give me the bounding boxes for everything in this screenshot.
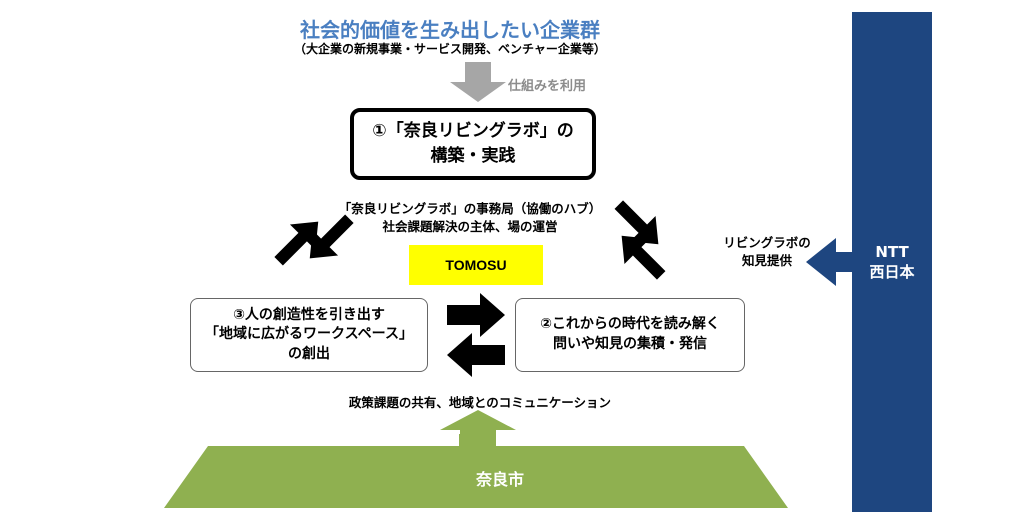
main-box-line1: ①「奈良リビングラボ」の: [372, 120, 574, 141]
swap-arrows-icon: [447, 293, 505, 377]
left-arrow-icon: [806, 238, 852, 286]
up-arrow-icon: [440, 410, 516, 446]
ntt-line1: NTT: [875, 242, 909, 261]
left-box-line3: の創出: [288, 345, 330, 362]
knowledge-box: ②これからの時代を読み解く 問いや知見の集積・発信: [515, 298, 745, 372]
ntt-knowledge-label: リビングラボの 知見提供: [712, 234, 822, 270]
secretariat-label: 「奈良リビングラボ」の事務局（協働のハブ） 社会課題解決の主体、場の運営: [300, 200, 640, 236]
secretariat-line1: 「奈良リビングラボ」の事務局（協働のハブ）: [338, 201, 602, 216]
ntt-label-line2: 知見提供: [741, 253, 792, 269]
swap-arrows-icon: [274, 214, 354, 266]
use-mechanism-label: 仕組みを利用: [508, 79, 587, 94]
nara-city-base: [164, 446, 788, 508]
policy-communication-label: 政策課題の共有、地域とのコミュニケーション: [348, 395, 612, 410]
nara-living-lab-box: ①「奈良リビングラボ」の 構築・実践: [350, 108, 596, 180]
main-box-line2: 構築・実践: [430, 146, 516, 166]
left-box-line2: 「地域に広がるワークスペース」: [205, 326, 413, 343]
secretariat-line2: 社会課題解決の主体、場の運営: [382, 219, 558, 235]
ntt-label-line1: リビングラボの: [723, 235, 811, 250]
tomosu-badge: TOMOSU: [409, 245, 543, 285]
ntt-line2: 西日本: [869, 263, 915, 281]
ntt-west-bar: NTT 西日本: [852, 12, 932, 512]
swap-arrows-icon: [614, 200, 666, 280]
right-box-line1: ②これからの時代を読み解く: [540, 316, 720, 333]
left-box-line1: ③人の創造性を引き出す: [233, 306, 385, 323]
down-arrow-icon: [450, 62, 506, 102]
workspace-box: ③人の創造性を引き出す 「地域に広がるワークスペース」 の創出: [190, 298, 428, 372]
right-box-line2: 問いや知見の集積・発信: [553, 336, 707, 352]
enterprise-group-title: 社会的価値を生み出したい企業群: [300, 18, 600, 42]
nara-city-label: 奈良市: [475, 470, 524, 489]
enterprise-group-subtitle: （大企業の新規事業・サービス開発、ベンチャー企業等）: [294, 42, 606, 56]
